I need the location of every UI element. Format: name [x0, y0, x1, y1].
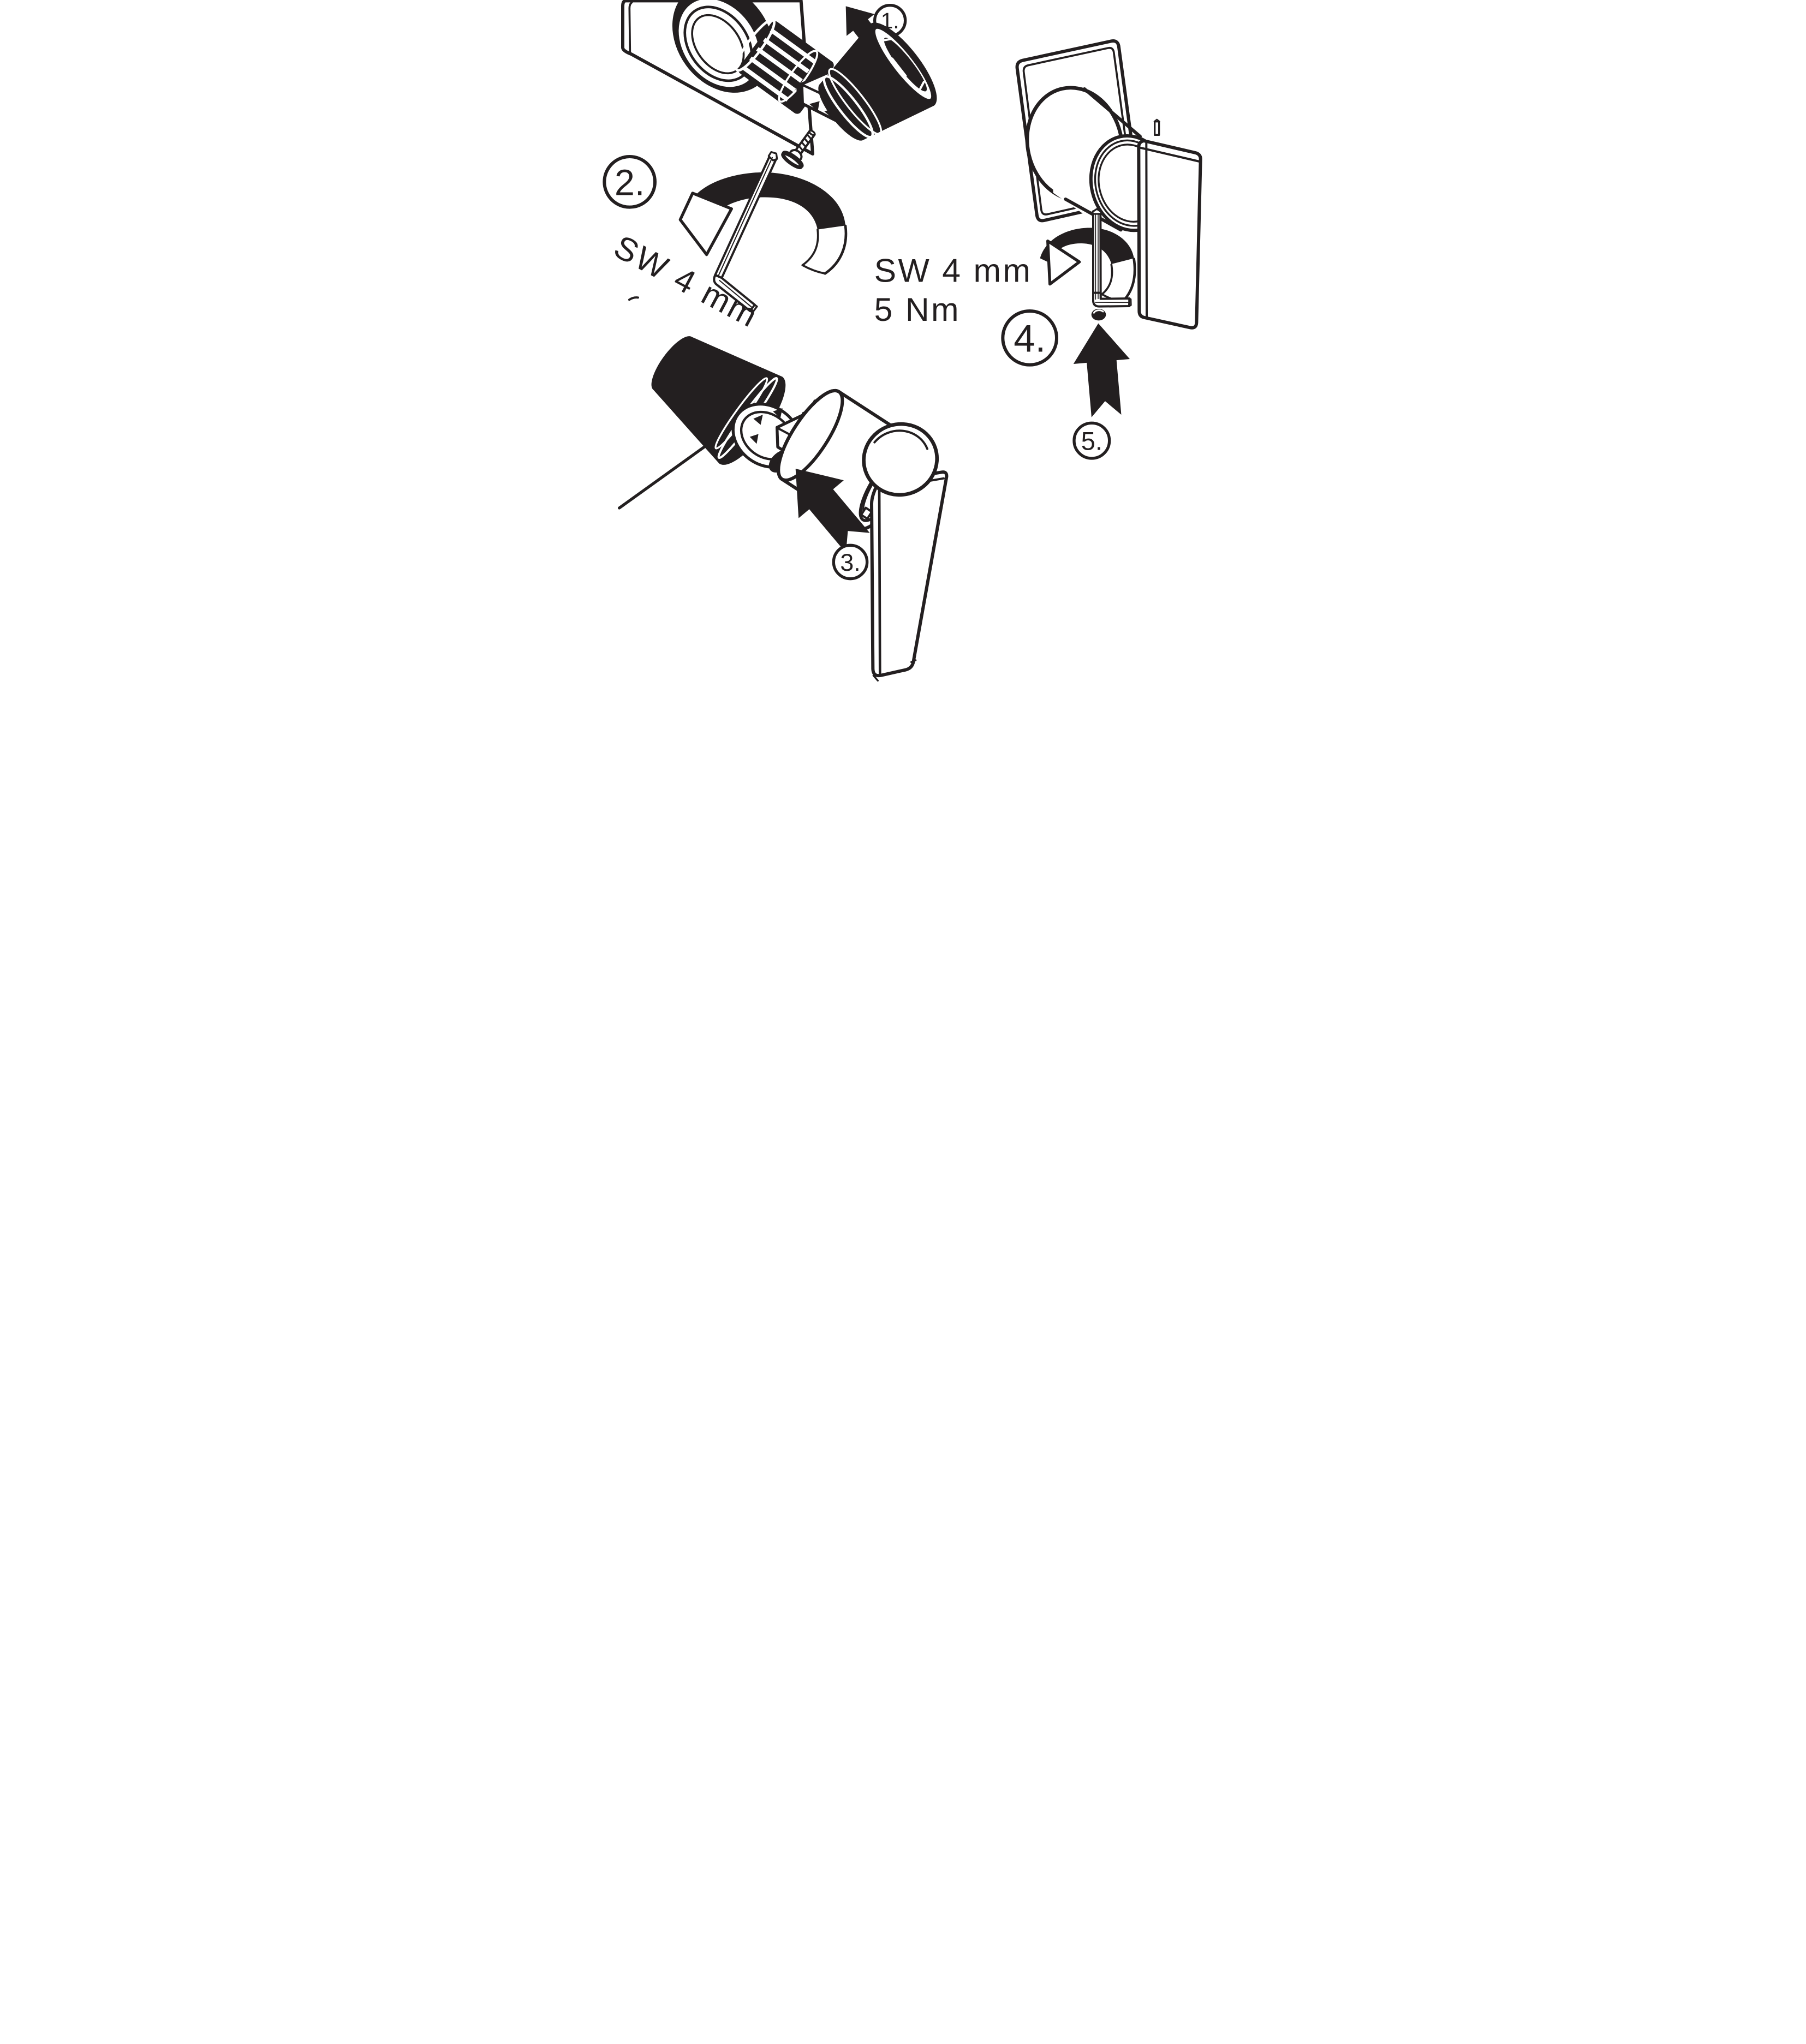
sleeve-notch [860, 506, 873, 520]
screw-tip [808, 129, 816, 136]
allen-key-hex-tip [767, 151, 778, 162]
step-2-tool-size-label: SW 4 mm [608, 228, 765, 334]
stem-mark-triangle [809, 101, 820, 111]
rotate-clockwise-icon [1040, 228, 1134, 264]
spline-slot [770, 28, 816, 64]
step-5-marker [1072, 421, 1111, 460]
sleeve-ring-line [822, 75, 874, 139]
assembled-unit [1015, 39, 1202, 330]
spline-slot [742, 65, 789, 102]
ribbon-tail-line [1101, 264, 1113, 296]
step-4-label: 4. [1014, 317, 1046, 360]
hub-highlight-arc [873, 429, 928, 450]
step-4-tool-size-label: SW 4 mm [874, 252, 1033, 289]
set-screw-highlight [1093, 309, 1104, 314]
screw-threads [795, 133, 813, 155]
lever-handle [862, 422, 949, 682]
step-2: 2. SW 4 mm [603, 151, 848, 334]
screw-flange-rim [781, 152, 803, 170]
ribbon-tail-line [1120, 258, 1136, 304]
allen-key-arm [1092, 291, 1131, 308]
allen-key-detail-lines [1095, 213, 1129, 303]
allen-key-shaft [1092, 210, 1102, 302]
diagram-page: 1. 2. SW 4 mm SW 4 mm [602, 0, 1204, 682]
blade-edge-line [878, 486, 881, 677]
spline-band-line [778, 50, 819, 103]
wall-corner-line [618, 443, 709, 510]
adapter-spline-teeth [749, 408, 783, 444]
step-2-label: 2. [615, 163, 645, 203]
step-3-label: 3. [840, 549, 860, 576]
arrow-up-left-icon [795, 468, 870, 553]
allen-key-arm-tip [749, 303, 758, 313]
ribbon-tail-line [824, 224, 848, 275]
stem-shadow-wedge [796, 82, 803, 102]
installation-diagram: 1. 2. SW 4 mm SW 4 mm [603, 0, 1202, 682]
step-3-marker [832, 543, 869, 581]
allen-key-right [1092, 208, 1132, 308]
ribbon-tail-end [801, 264, 826, 275]
blade-edge-lines-right [1139, 141, 1201, 319]
allen-key [713, 151, 778, 313]
ribbon-arrowhead [678, 192, 734, 256]
tool-and-torque-annotation: SW 4 mm 5 Nm [874, 252, 1033, 328]
allen-key-detail-lines [717, 157, 773, 308]
stem-tip-stub [1153, 120, 1160, 136]
handle-blade-right [1137, 139, 1202, 330]
sleeve-bore [884, 38, 927, 92]
step-4-marker [1001, 309, 1058, 367]
stop-sleeve-nut [818, 22, 937, 141]
rotate-counterclockwise-icon [694, 172, 846, 230]
sleeve-ring-line [828, 68, 883, 135]
step-5: 5. [1072, 323, 1130, 460]
allen-key-hex-tip [1092, 208, 1102, 215]
handle-hub [862, 422, 939, 497]
ribbon-tail-line [801, 228, 819, 266]
sleeve-hex-facets [881, 38, 925, 90]
handle-blade [870, 470, 949, 678]
allen-key-arm-tip [1128, 297, 1132, 307]
sleeve-back-rim [777, 389, 844, 482]
stem-tip-hex [1153, 118, 1160, 122]
fixing-screw [781, 129, 816, 170]
step-4: 4. [1001, 208, 1136, 367]
detail-dash [628, 296, 640, 301]
wall-plate-edge-line [628, 1, 633, 53]
step-2-marker [603, 154, 657, 209]
step-5-label: 5. [1081, 427, 1102, 456]
spline-band-line [735, 18, 776, 72]
arrow-up-icon [1073, 323, 1130, 417]
blade-corner-ticks [872, 659, 917, 682]
step-3: 3. [795, 468, 870, 581]
wall-plate-outline [621, 0, 815, 156]
ribbon-arrowhead [1046, 239, 1081, 286]
step-4-torque-label: 5 Nm [874, 291, 961, 328]
funnel-ring-line [683, 5, 753, 82]
